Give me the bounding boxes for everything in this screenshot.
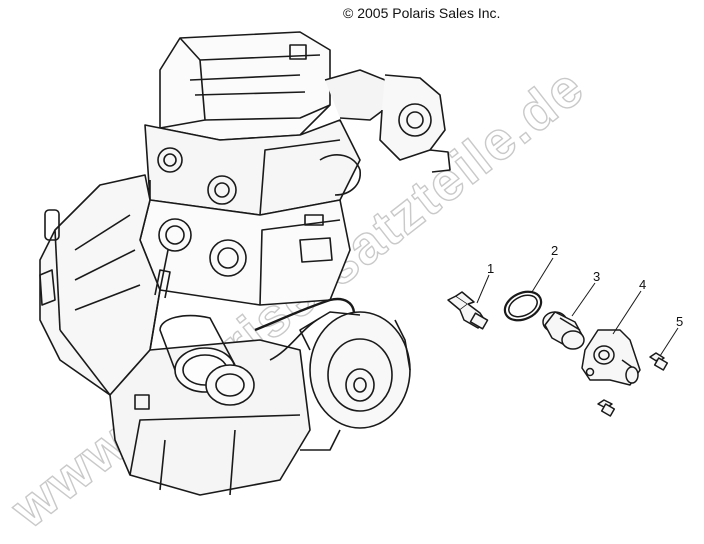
leader-line-2: [531, 257, 554, 293]
callout-number-3: 3: [593, 269, 600, 284]
part-thermostat-housing: [581, 329, 641, 386]
part-thermostat: [542, 311, 585, 350]
callout-number-1: 1: [487, 261, 494, 276]
exploded-parts: [447, 290, 669, 417]
part-bolt-lower: [597, 399, 616, 417]
leader-line-1: [476, 274, 490, 304]
part-bolt-upper: [649, 352, 669, 371]
leader-line-5: [659, 327, 679, 357]
callout-number-4: 4: [639, 277, 646, 292]
engine-assembly: [39, 31, 451, 496]
copyright-text: © 2005 Polaris Sales Inc.: [343, 5, 501, 21]
part-sensor: [447, 291, 489, 330]
callout-number-2: 2: [551, 243, 558, 258]
leader-line-4: [612, 290, 642, 335]
callouts: [476, 257, 679, 357]
part-o-ring: [503, 290, 543, 322]
leader-line-3: [571, 282, 596, 317]
callout-number-5: 5: [676, 314, 683, 329]
